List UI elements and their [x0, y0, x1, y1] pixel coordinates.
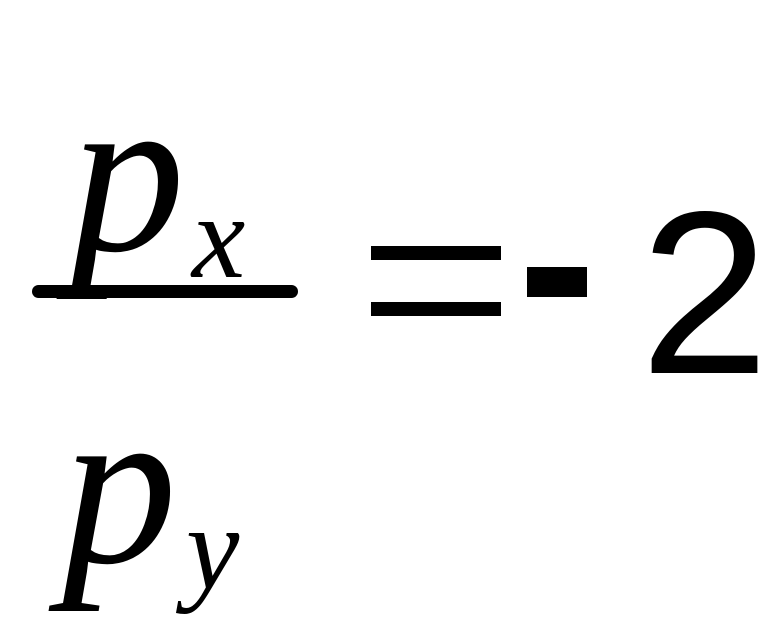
value-number: 2	[640, 164, 770, 423]
fraction-bar	[32, 285, 298, 298]
equals-bar-bottom	[371, 302, 501, 316]
numerator-subscript: x	[192, 170, 246, 303]
numerator-variable: p	[70, 45, 185, 300]
equals-bar-top	[371, 246, 501, 260]
equals-sign	[371, 246, 501, 316]
denominator-variable: p	[62, 357, 177, 612]
minus-sign	[527, 267, 587, 297]
denominator-subscript: y	[186, 481, 240, 614]
